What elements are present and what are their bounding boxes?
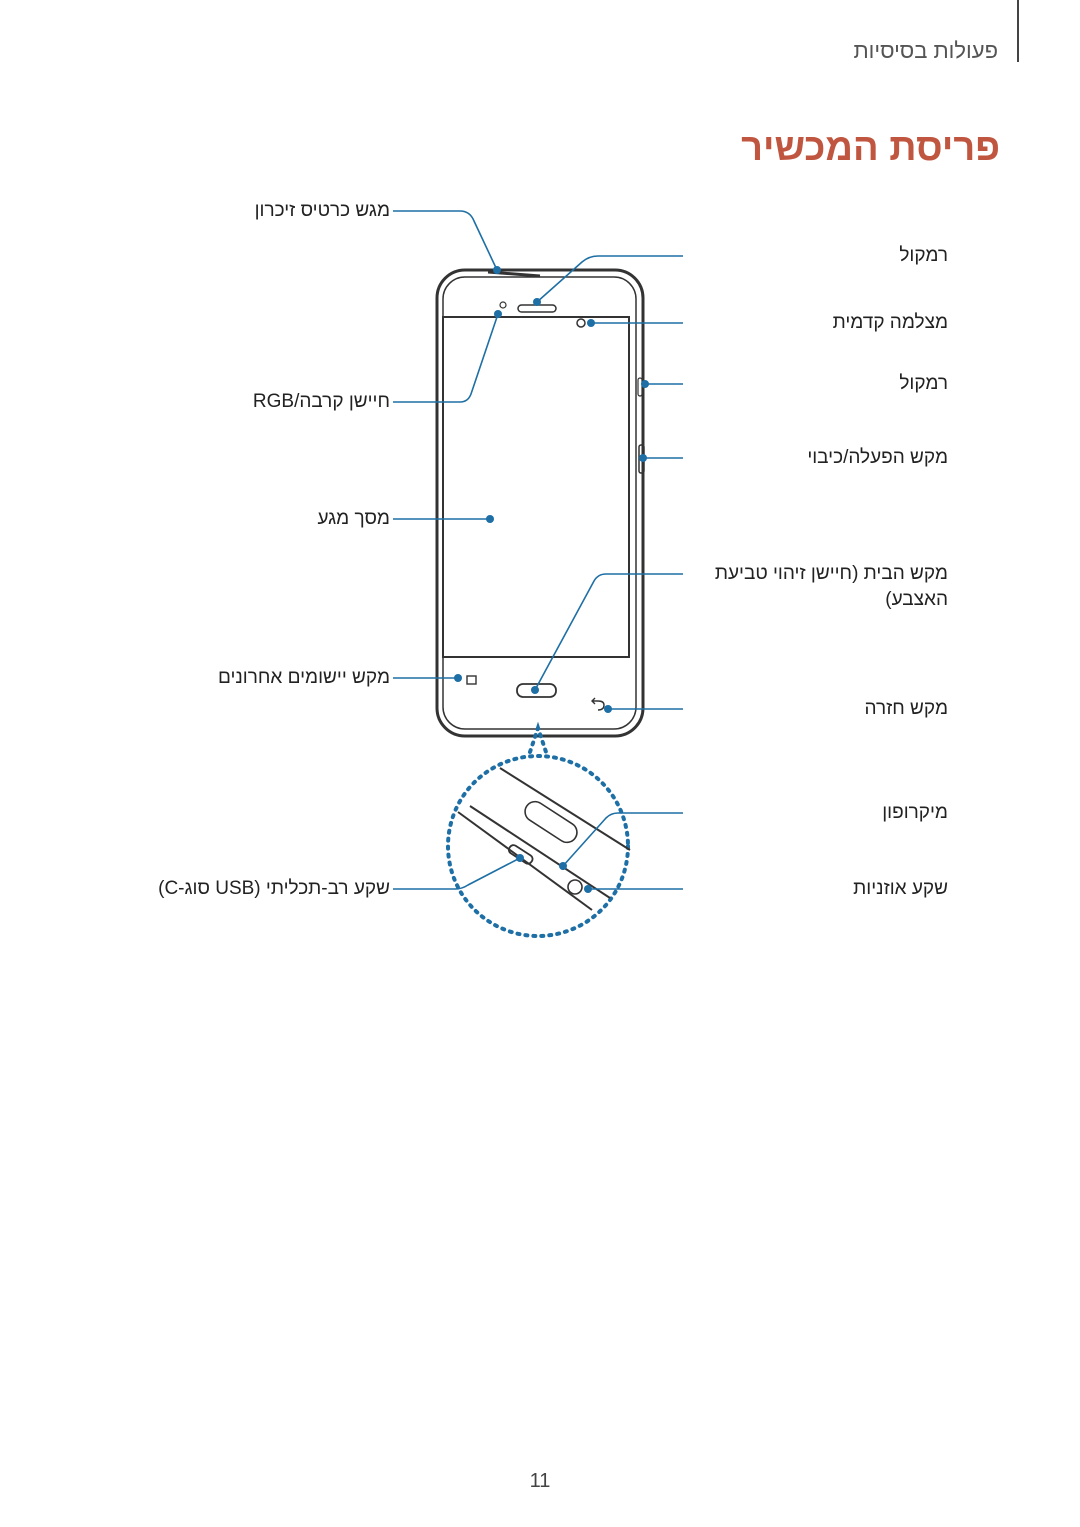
callout-lines <box>393 210 683 890</box>
callout-line-rgb-sensor <box>393 313 499 403</box>
recent-apps-icon <box>466 675 477 685</box>
zoom-phone-edge <box>457 811 593 911</box>
dot-sim-tray <box>493 266 501 274</box>
home-key-shape <box>516 683 557 698</box>
label-microphone: מיקרופון <box>882 802 948 823</box>
dot-microphone <box>559 862 567 870</box>
label-home-key-line2: האצבע) <box>885 589 948 610</box>
header-divider <box>1017 0 1019 62</box>
dot-rgb-sensor <box>494 310 502 318</box>
callout-line-usb-port <box>393 857 521 890</box>
label-earphone-jack: שקע אוזניות <box>853 878 948 899</box>
label-speaker-side: רמקול <box>899 373 948 394</box>
callout-dots <box>454 266 649 893</box>
zoom-phone-edge-lower <box>469 805 611 899</box>
earpiece-grille <box>517 304 557 313</box>
front-camera-lens <box>576 318 586 328</box>
device-layout-diagram <box>393 210 683 938</box>
dot-touchscreen <box>486 515 494 523</box>
label-front-camera: מצלמה קדמית <box>832 312 948 333</box>
label-rgb-sensor: חיישן קרבה/RGB <box>252 391 390 412</box>
sensor-dot <box>499 301 507 309</box>
phone-inner-frame <box>442 276 637 730</box>
back-icon <box>591 697 605 711</box>
phone-body <box>435 268 645 738</box>
label-power-key: מקש הפעלה/כיבוי <box>807 447 948 468</box>
dot-speaker-top <box>533 298 541 306</box>
dot-power-key <box>639 454 647 462</box>
dot-usb-port <box>516 854 524 862</box>
zoom-pointer <box>528 721 548 754</box>
page-title: פריסת המכשיר <box>741 127 1000 169</box>
zoom-earphone-jack <box>567 879 583 895</box>
label-back-key: מקש חזרה <box>864 698 949 719</box>
bottom-zoom-detail <box>446 721 631 938</box>
dot-earphone-jack <box>584 885 592 893</box>
dot-home-key <box>531 686 539 694</box>
label-sim-tray: מגש כרטיס זיכרון <box>254 200 390 221</box>
phone-illustration <box>435 268 645 738</box>
touchscreen-area <box>442 316 630 658</box>
zoom-screen-edge <box>499 767 631 851</box>
dot-speaker-side <box>641 380 649 388</box>
zoom-circle <box>446 754 630 938</box>
callout-line-home-key <box>534 573 683 691</box>
callout-line-sim-tray <box>393 210 498 271</box>
zoom-home-key <box>524 800 578 844</box>
section-title: פעולות בסיסיות <box>853 38 998 63</box>
callout-line-microphone <box>562 812 683 867</box>
label-speaker-top: רמקול <box>899 245 948 266</box>
label-home-key-line1: מקש הבית (חיישן זיהוי טביעת <box>714 563 948 584</box>
dot-recent-apps <box>454 674 462 682</box>
label-usb-port: שקע רב-תכליתי (USB סוג-C) <box>158 878 390 899</box>
page-number: 11 <box>529 1470 551 1492</box>
dot-back-key <box>604 705 612 713</box>
dot-front-camera <box>587 319 595 327</box>
label-touchscreen: מסך מגע <box>317 508 390 529</box>
side-speaker <box>637 377 643 397</box>
callout-line-speaker-top <box>536 255 683 303</box>
label-recent-apps-key: מקש יישומים אחרונים <box>217 667 390 688</box>
